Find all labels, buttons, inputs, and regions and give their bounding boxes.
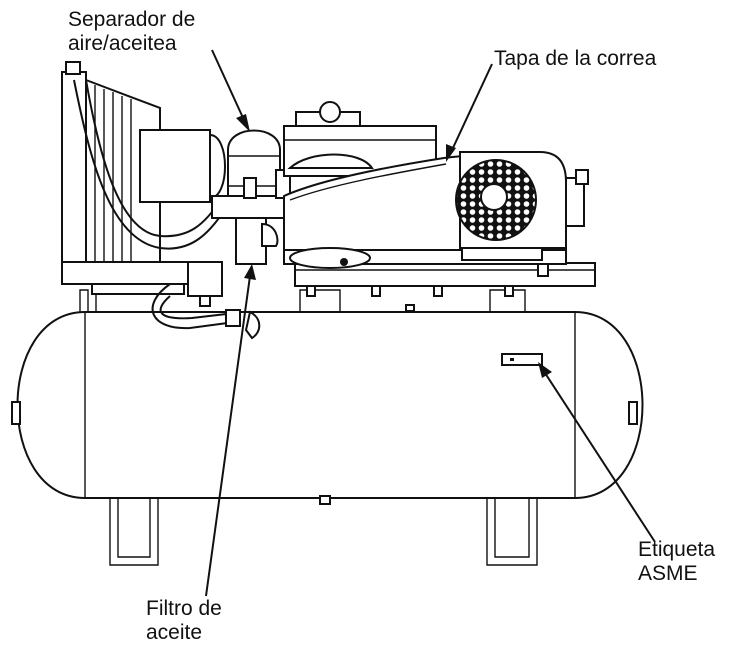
separator-label-line1: Separador de xyxy=(68,8,196,31)
belt-cover-label: Tapa de la correa xyxy=(494,47,656,71)
motor xyxy=(455,151,589,261)
oil-filter-label: Filtro de aceite xyxy=(146,597,222,645)
asme-label: Etiqueta ASME xyxy=(638,538,715,586)
belt-cover-label-text: Tapa de la correa xyxy=(494,47,657,70)
cooler-assembly xyxy=(61,61,261,340)
asme-plate xyxy=(501,353,543,366)
oil-filter-label-line1: Filtro de xyxy=(146,597,222,620)
separator-label-line2: aire/aceitea xyxy=(68,32,177,55)
leader-lines xyxy=(205,49,656,597)
motor-base xyxy=(294,261,596,297)
separator-label: Separador de aire/aceitea xyxy=(68,8,195,56)
oil-filter xyxy=(235,217,279,265)
asme-label-line1: Etiqueta xyxy=(638,538,716,561)
oil-filter-label-line2: aceite xyxy=(146,621,203,644)
asme-label-line2: ASME xyxy=(638,562,698,585)
compressor-head xyxy=(283,101,437,177)
air-tank xyxy=(11,289,644,566)
